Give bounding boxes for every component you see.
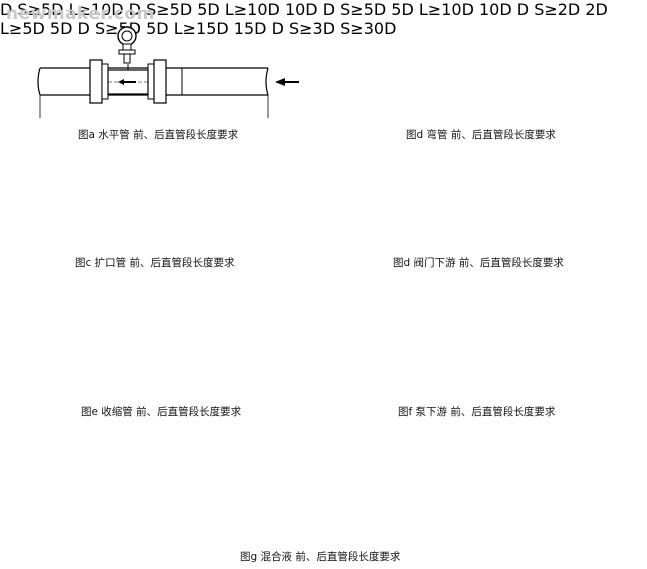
fig-c-downstream-label: L≥10D [224, 0, 280, 19]
fig-c-downstream-sub: 10D [284, 0, 318, 19]
figure-e-reducer: D S≥2D 2D L≥5D 5D [0, 0, 608, 38]
caption-figure-g: 图g 混合液 前、后直管段长度要求 [240, 551, 401, 563]
fig-e-downstream-sub: 5D [49, 19, 73, 38]
fig-f-downstream-sub: 15D [233, 19, 267, 38]
fig-e-downstream-label: L≥5D [0, 19, 45, 38]
fig-f-downstream-label: L≥15D [173, 19, 229, 38]
fig-d-upstream-label: S≥5D [17, 0, 64, 19]
fig-c-upstream-sub: 5D [197, 0, 220, 19]
fig-e-upstream-label: S≥2D [534, 0, 581, 19]
fig-dv-dia-label: D [322, 0, 336, 19]
fig-e-dia-label: D [516, 0, 530, 19]
figure-d-valve: D S≥5D 5D L≥10D 10D [323, 0, 517, 19]
fig-f-dia-label: D [77, 19, 90, 38]
figure-d-elbow: D S≥5D L≥10D [0, 0, 129, 19]
fig-e-upstream-sub: 2D [585, 0, 608, 19]
fig-d-dia-label: D [0, 0, 13, 19]
fig-d-downstream-label: L≥10D [68, 0, 124, 19]
fig-g-dia-label: D [271, 19, 284, 38]
caption-figure-e: 图e 收缩管 前、后直管段长度要求 [81, 406, 242, 418]
figure-a [37, 26, 299, 118]
fig-dv-downstream-label: L≥10D [418, 0, 474, 19]
figure-f-pump: D S≥5D 5D L≥15D 15D [78, 19, 272, 38]
caption-figure-d-elbow: 图d 弯管 前、后直管段长度要求 [406, 129, 556, 141]
fig-dv-upstream-sub: 5D [391, 0, 414, 19]
fig-f-upstream-sub: 5D [146, 19, 169, 38]
caption-figure-a: 图a 水平管 前、后直管段长度要求 [78, 129, 239, 141]
fig-dv-upstream-label: S≥5D [340, 0, 387, 19]
fig-c-dia-label: D [128, 0, 141, 19]
watermark: newmaker.com [6, 4, 155, 24]
figure-c-expander: D S≥5D 5D L≥10D 10D [129, 0, 323, 19]
caption-figure-d-valve: 图d 阀门下游 前、后直管段长度要求 [393, 257, 564, 269]
fig-g-upstream-label: S≥3D [288, 19, 336, 38]
caption-figure-c: 图c 扩口管 前、后直管段长度要求 [75, 257, 235, 269]
fig-dv-downstream-sub: 10D [478, 0, 512, 19]
figure-g-mixing: D S≥3D S≥30D [272, 19, 397, 38]
fig-g-downstream-label: S≥30D [340, 19, 397, 38]
fig-c-upstream-label: S≥5D [146, 0, 193, 19]
caption-figure-f: 图f 泵下游 前、后直管段长度要求 [398, 406, 556, 418]
